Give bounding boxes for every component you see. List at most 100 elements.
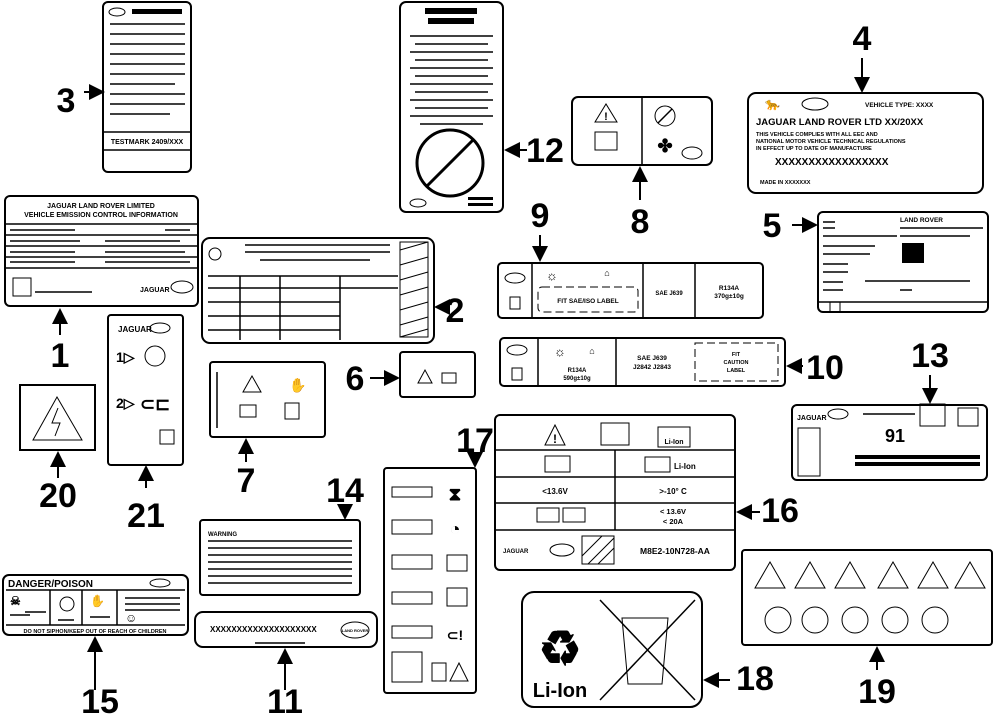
- label-19[interactable]: [741, 549, 993, 646]
- label-17[interactable]: ⧗ ◔ ⊂!: [383, 467, 477, 694]
- label-15-title: DANGER/POISON: [8, 579, 93, 590]
- child-icon: ☺: [125, 611, 137, 625]
- vehicle-type: VEHICLE TYPE: XXXX: [865, 102, 934, 109]
- fit-label-text: FIT: [732, 352, 741, 358]
- callout-number-20: 20: [39, 477, 77, 515]
- min-temperature: >-10° C: [659, 487, 687, 496]
- sae-text: SAE J639: [637, 355, 667, 362]
- callout-number-16: 16: [761, 492, 799, 530]
- label-15[interactable]: DANGER/POISON ☠ ✋ ☺ DO NOT SIPHON/KEEP O…: [2, 574, 189, 636]
- vin: XXXXXXXXXXXXXXXXX: [775, 157, 889, 168]
- svg-text:!: !: [604, 111, 608, 123]
- fit-label-text: FIT SAE/ISO LABEL: [557, 298, 618, 305]
- callout-number-11: 11: [267, 683, 303, 715]
- label-10[interactable]: ☼ ⌂ R134A 590g±10g SAE J639 J2842 J2843 …: [499, 337, 786, 387]
- sae-text: SAE J639: [655, 291, 683, 297]
- warning-triangle-icon: [242, 374, 262, 393]
- callout-number-4: 4: [853, 20, 872, 58]
- plug-icon: ⊂!: [447, 627, 463, 643]
- fan-icon: ✤: [657, 136, 672, 156]
- battery-type: Li-Ion: [674, 462, 696, 471]
- land-rover-brand: LAND ROVER: [900, 217, 943, 224]
- callout-number-2: 2: [446, 292, 465, 330]
- label-18[interactable]: ♻ Li-Ion: [521, 591, 703, 708]
- label-8[interactable]: ! ✤: [571, 96, 713, 166]
- label-7[interactable]: ✋: [209, 361, 326, 438]
- step-2: 2▷: [116, 395, 136, 411]
- warning-triangle-icon: [877, 560, 909, 589]
- battery-type: Li-Ion: [664, 439, 683, 446]
- label-20[interactable]: [19, 384, 96, 451]
- warning-triangle-icon: [954, 560, 986, 589]
- made-in: MADE IN XXXXXXX: [760, 180, 811, 186]
- prohibition-icon: [921, 606, 949, 634]
- label-1[interactable]: JAGUAR LAND ROVER LIMITED VEHICLE EMISSI…: [4, 195, 199, 307]
- label-5[interactable]: LAND ROVER: [817, 211, 989, 313]
- label-4-body: NATIONAL MOTOR VEHICLE TECHNICAL REGULAT…: [756, 139, 906, 145]
- callout-number-15: 15: [81, 683, 119, 715]
- label-3[interactable]: TESTMARK 2409/XXX: [102, 1, 192, 173]
- callout-number-19: 19: [858, 673, 896, 711]
- callout-number-10: 10: [806, 349, 844, 387]
- manual-icon: [431, 662, 447, 682]
- label-1-line1: JAGUAR LAND ROVER LIMITED: [47, 203, 155, 210]
- callout-number-7: 7: [237, 462, 256, 500]
- recycle-icon: ♻: [538, 623, 581, 676]
- label-3-footer: TESTMARK 2409/XXX: [111, 139, 184, 146]
- no-smoking-icon: [654, 105, 676, 127]
- battery-icon: [657, 426, 691, 448]
- label-9[interactable]: ☼ ⌂ FIT SAE/ISO LABEL SAE J639 R134A 370…: [497, 262, 764, 319]
- high-voltage-icon: [32, 395, 83, 441]
- jaguar-logo-icon: JAGUAR: [503, 549, 529, 555]
- prohibition-icon: [801, 606, 829, 634]
- callout-number-18: 18: [736, 660, 774, 698]
- label-11[interactable]: XXXXXXXXXXXXXXXXXXXX LAND ROVER: [194, 611, 378, 648]
- label-15-footer: DO NOT SIPHON/KEEP OUT OF REACH OF CHILD…: [24, 629, 167, 635]
- callout-number-5: 5: [763, 207, 782, 245]
- battery-icon: [239, 404, 257, 418]
- label-14[interactable]: WARNING: [199, 519, 361, 596]
- label-16[interactable]: ! Li-Ion Li-Ion <13.6V >-10° C < 13.6V <…: [494, 414, 736, 571]
- jaguar-logo-icon: JAGUAR: [797, 415, 827, 422]
- hand-icon: ✋: [289, 377, 306, 393]
- jaguar-logo-icon: 🐆: [765, 97, 780, 111]
- refrigerant: R134A: [719, 285, 740, 292]
- label-4-body: THIS VEHICLE COMPLIES WITH ALL EEC AND: [756, 132, 878, 138]
- person-icon: [284, 402, 300, 420]
- label-14-heading: WARNING: [208, 532, 237, 538]
- jaguar-logo-icon: JAGUAR: [118, 325, 152, 334]
- warning-triangle-icon: [544, 423, 566, 446]
- label-2[interactable]: [201, 237, 435, 344]
- part-number: M8E2-10N728-AA: [640, 546, 710, 556]
- no-entry-icon: [59, 596, 75, 612]
- callout-number-21: 21: [127, 497, 165, 535]
- charge-voltage: < 13.6V: [660, 507, 686, 516]
- jaguar-logo-icon: JAGUAR: [140, 287, 170, 294]
- refrigerant: R134A: [568, 368, 587, 374]
- crossed-bin-icon: [621, 617, 669, 685]
- battery-icon: [446, 587, 468, 607]
- poison-icon: ☠: [10, 594, 21, 608]
- callout-number-6: 6: [346, 360, 365, 398]
- manual-icon: [600, 422, 630, 446]
- label-12[interactable]: [399, 1, 504, 213]
- hourglass-icon: ⧗: [449, 484, 462, 504]
- battery-icon: [644, 456, 671, 473]
- svg-text:!: !: [553, 432, 557, 446]
- label-4-body: IN EFFECT UP TO DATE OF MANUFACTURE: [756, 146, 872, 152]
- min-voltage: <13.6V: [542, 487, 568, 496]
- lock-icon: [144, 345, 166, 367]
- sun-icon: ☼: [554, 344, 566, 359]
- label-13[interactable]: JAGUAR 91: [791, 403, 988, 481]
- callout-number-17: 17: [456, 422, 494, 460]
- manual-icon: [594, 131, 618, 151]
- callout-number-14: 14: [326, 472, 364, 510]
- label-4-title: JAGUAR LAND ROVER LTD XX/20XX: [756, 117, 924, 128]
- label-21[interactable]: JAGUAR 1▷ 2▷ ⊂⊏: [107, 314, 184, 466]
- warning-triangle-icon: [449, 661, 469, 682]
- fit-label-text: CAUTION: [723, 360, 748, 366]
- label-4[interactable]: 🐆 VEHICLE TYPE: XXXX JAGUAR LAND ROVER L…: [747, 92, 984, 194]
- label-6[interactable]: [399, 351, 476, 398]
